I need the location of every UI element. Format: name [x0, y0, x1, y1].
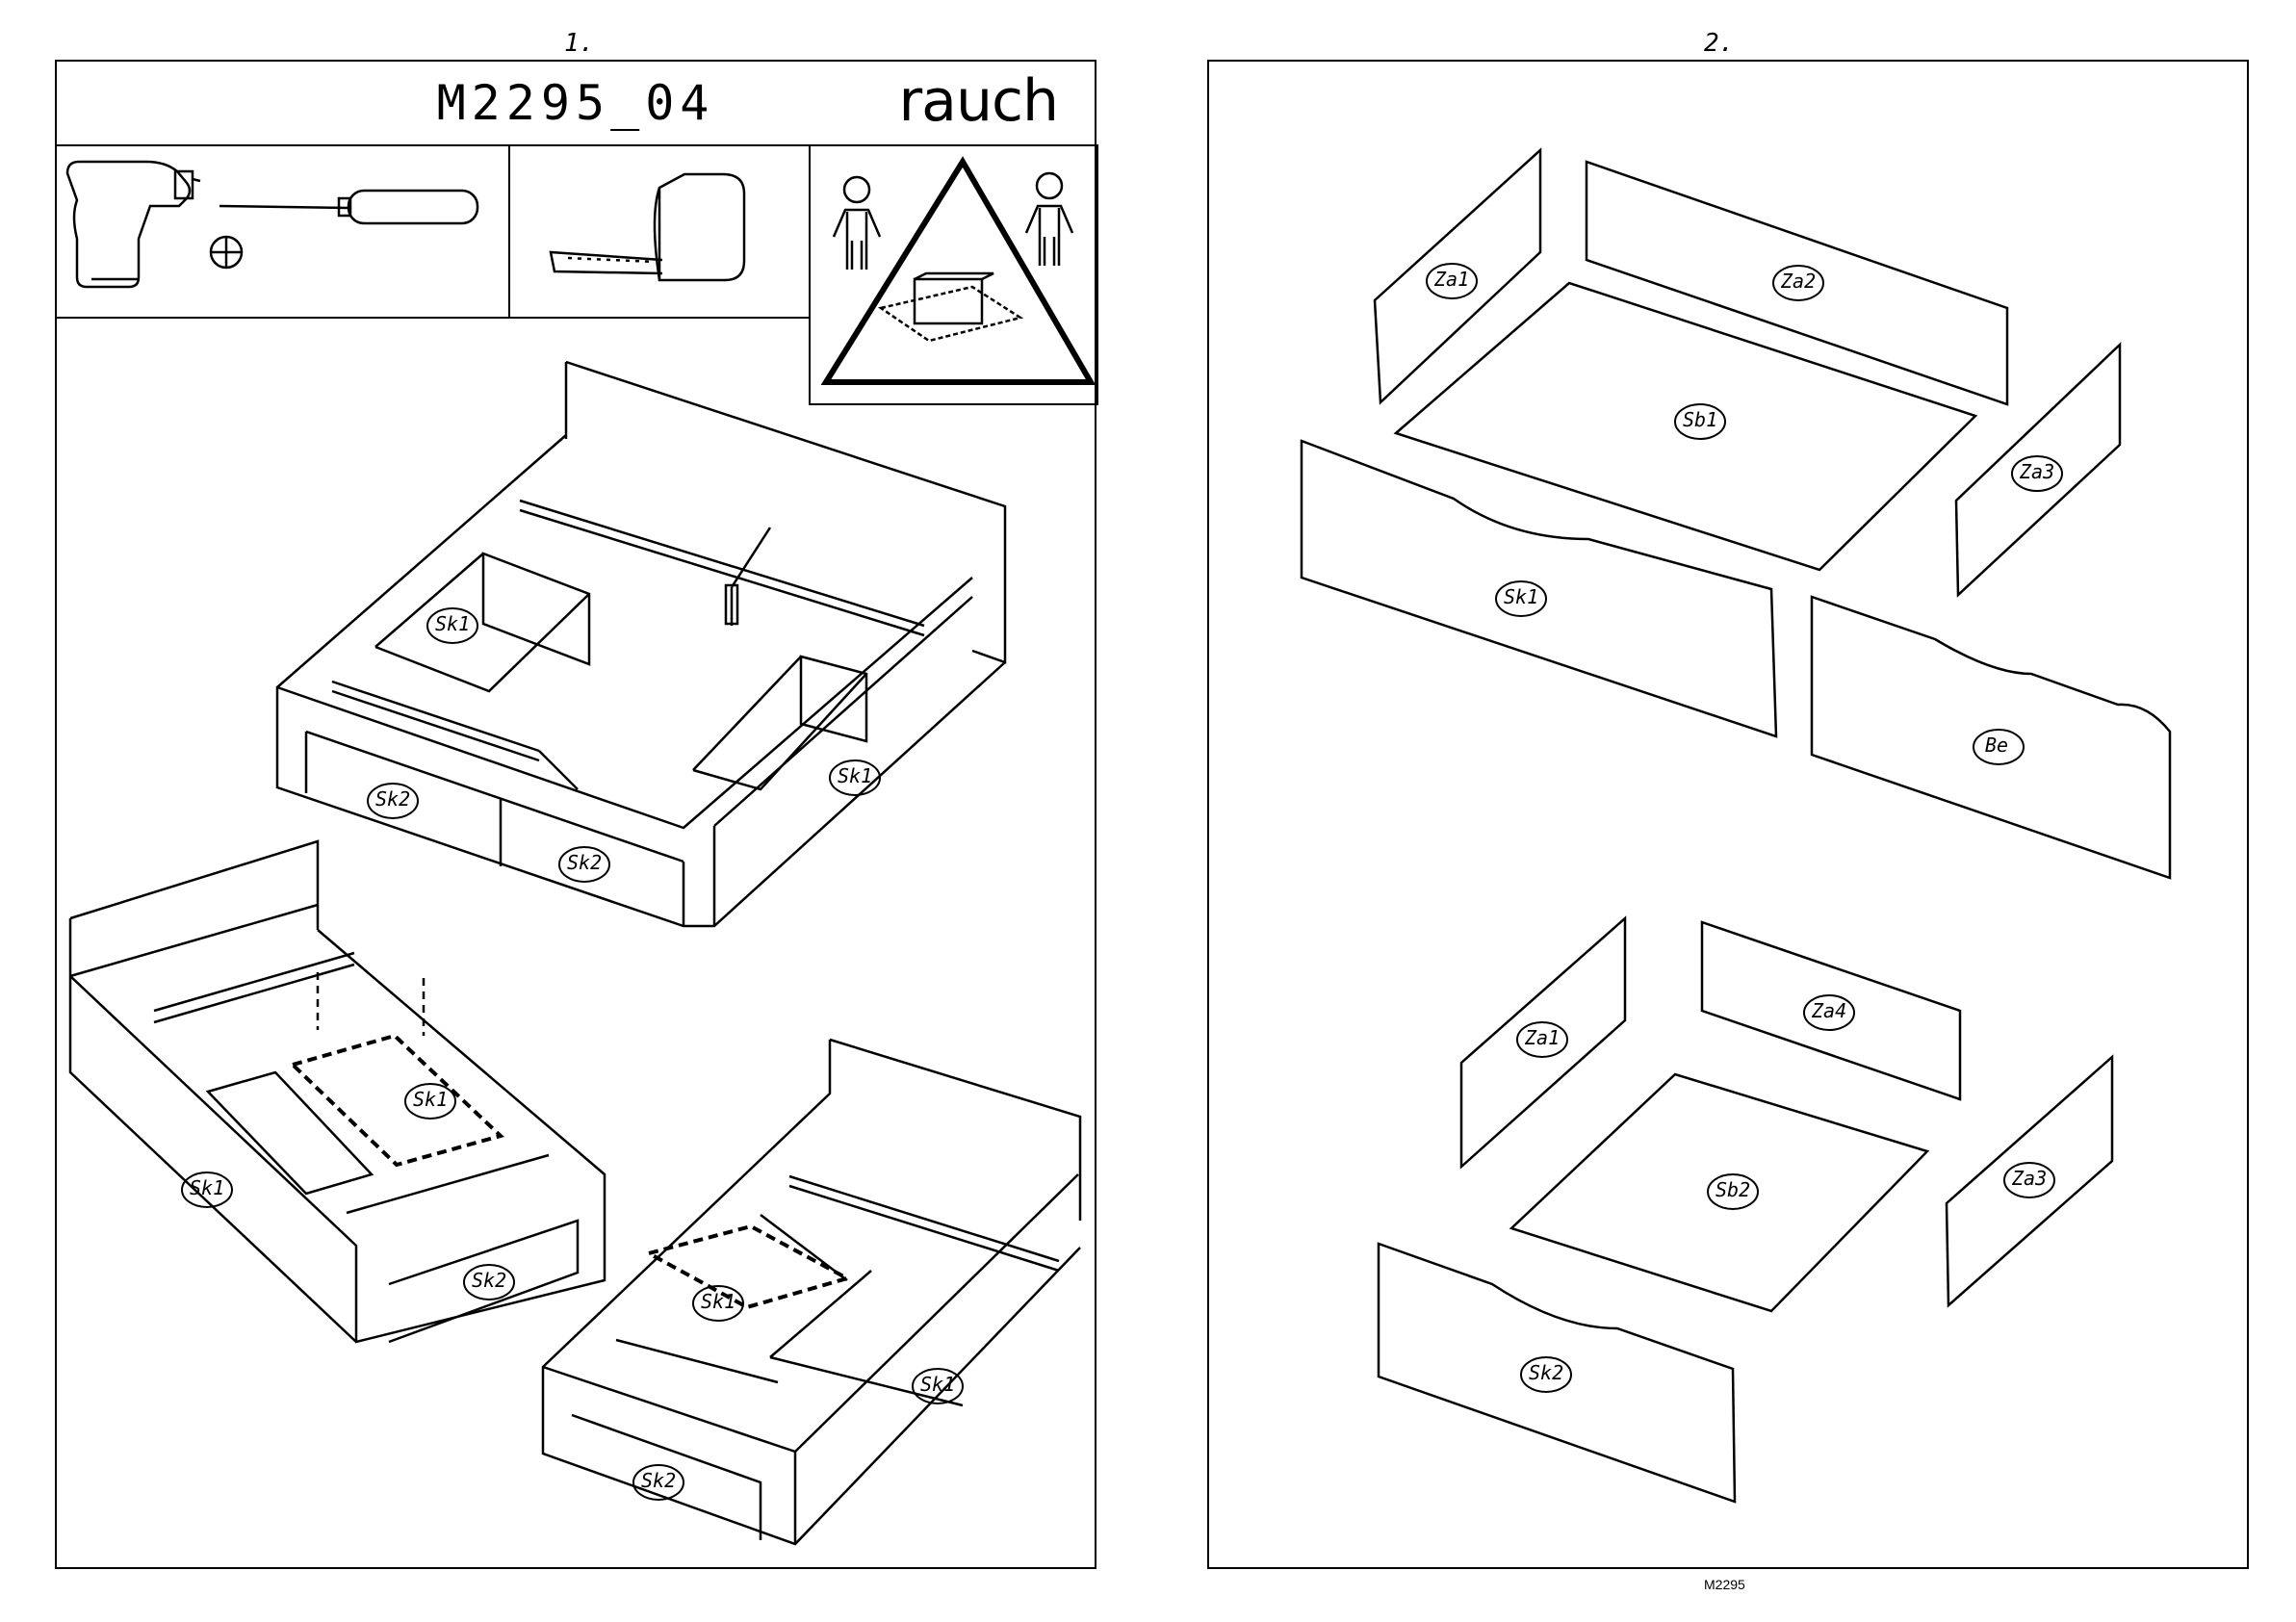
tape-measure-icon	[551, 174, 744, 280]
label-be-top: Be	[1985, 734, 2008, 757]
label-sk2-d: Sk2	[641, 1469, 676, 1492]
bed-drawing-2	[70, 841, 605, 1342]
label-za3-top: Za3	[2020, 460, 2054, 483]
bed-drawing-3	[543, 1040, 1080, 1544]
phillips-bit-icon	[211, 237, 242, 268]
carpet-icon	[881, 273, 1020, 341]
label-za1-top: Za1	[1434, 268, 1469, 291]
label-za1-bottom: Za1	[1525, 1026, 1560, 1049]
label-sk1-d: Sk1	[190, 1176, 224, 1199]
two-person-icon	[834, 173, 1072, 270]
label-za3-bottom: Za3	[2012, 1167, 2047, 1190]
label-ovals-left	[182, 608, 963, 1500]
label-sk1-f: Sk1	[920, 1373, 955, 1396]
label-sb2-bottom: Sb2	[1716, 1178, 1750, 1201]
label-sk1-e: Sk1	[701, 1290, 735, 1313]
label-sk1-a: Sk1	[435, 612, 470, 635]
label-sk2-bottom: Sk2	[1529, 1361, 1563, 1384]
drill-icon	[67, 162, 200, 287]
warning-triangle-icon	[826, 162, 1091, 382]
label-sk1-b: Sk1	[838, 764, 872, 787]
page-number-right: 2.	[1704, 29, 1734, 58]
label-sk1-c: Sk1	[413, 1088, 448, 1111]
footer-code: M2295	[1704, 1577, 1745, 1592]
bed-drawing-1	[277, 362, 1005, 926]
label-za4-bottom: Za4	[1812, 999, 1846, 1022]
label-sk1-top: Sk1	[1504, 585, 1538, 608]
label-sk2-a: Sk2	[375, 787, 410, 811]
right-page-frame	[1207, 60, 2249, 1569]
label-sk2-c: Sk2	[472, 1269, 506, 1292]
label-sb1-top: Sb1	[1683, 408, 1717, 431]
label-za2-top: Za2	[1781, 270, 1816, 293]
label-sk2-b: Sk2	[567, 851, 602, 874]
screwdriver-icon	[219, 191, 477, 223]
